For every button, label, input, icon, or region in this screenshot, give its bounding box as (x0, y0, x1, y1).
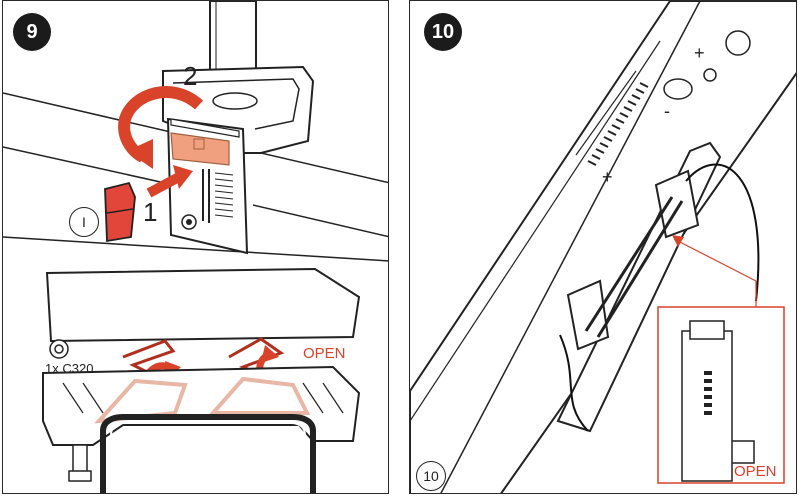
step-9-illustration (3, 1, 388, 493)
plus-mark: + (694, 43, 705, 63)
cable-clip-upper (654, 169, 700, 239)
step-10-illustration (410, 1, 796, 493)
plus-mark-lower: + (602, 167, 613, 187)
pole-hole (725, 30, 751, 56)
quantity-circle: I (69, 207, 99, 237)
cable-clip-lower (566, 279, 610, 351)
cable-lower (559, 334, 589, 432)
rotate-arrow (118, 86, 204, 163)
step-9-panel: 9 2 1 I 1x C320 OPEN (2, 0, 389, 494)
cable-cover (45, 267, 361, 343)
step-10-panel: 10 + - + OPEN 10 (409, 0, 797, 494)
cable-clip-loose (104, 181, 136, 243)
open-label: OPEN (734, 463, 777, 480)
sub-step-2-label: 2 (183, 61, 198, 91)
cable-upper (685, 163, 760, 302)
minus-mark: - (664, 101, 670, 121)
insert-arrow (146, 172, 182, 198)
step-number-badge: 10 (424, 13, 462, 51)
bottom-circle-label: 10 (416, 461, 446, 491)
part-label: 1x C320 (45, 361, 94, 376)
step-number-badge: 9 (13, 13, 51, 51)
sub-step-1-label: 1 (143, 197, 158, 227)
open-label: OPEN (303, 345, 346, 362)
